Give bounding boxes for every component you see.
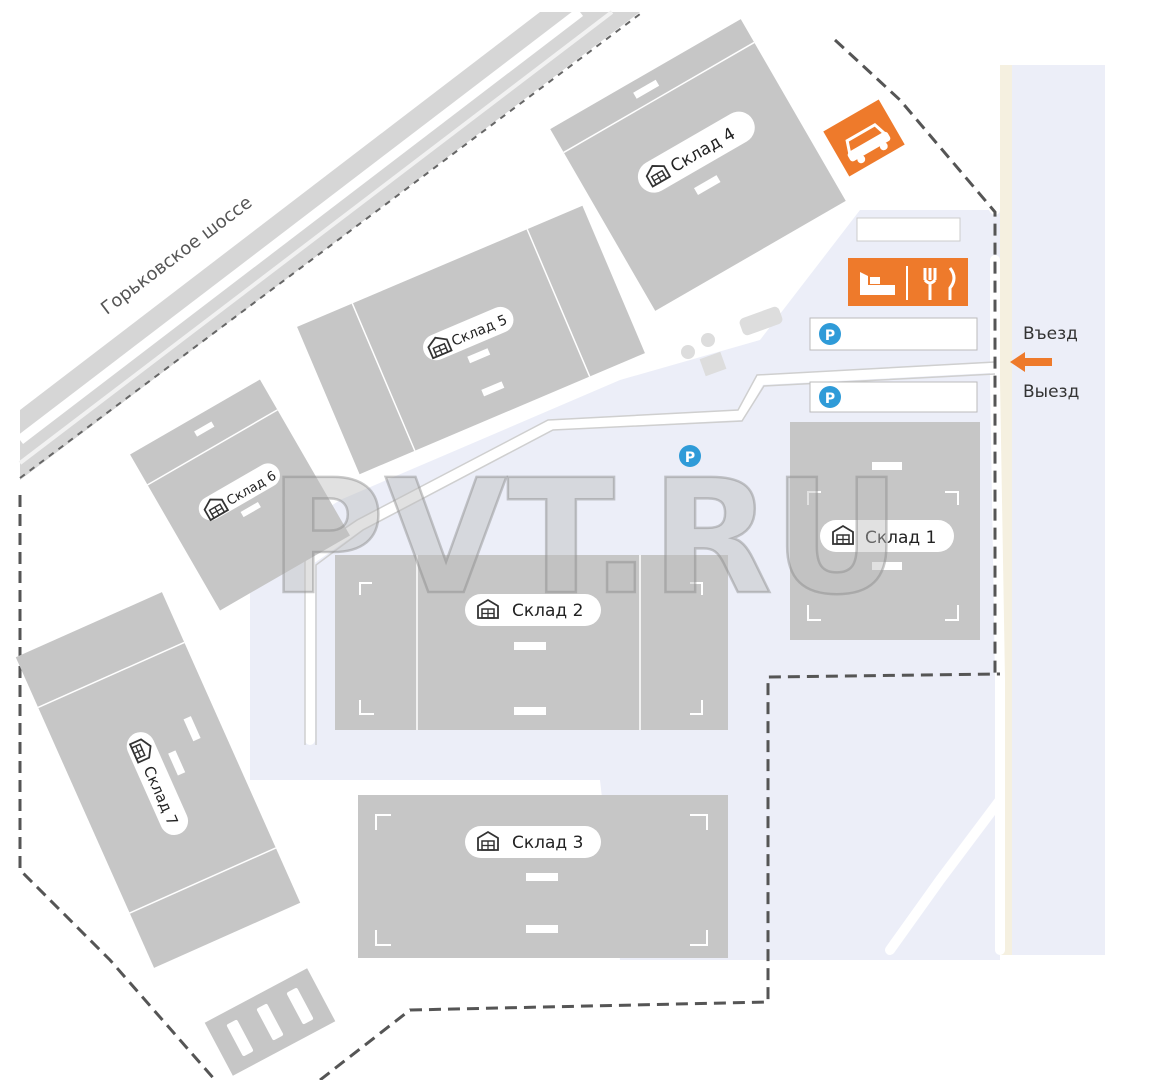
hotel-restaurant-badge[interactable] <box>848 258 968 306</box>
parking-marker-1[interactable]: P <box>809 317 978 351</box>
warehouse-1-label: Склад 1 <box>865 528 936 548</box>
parking-marker-3[interactable]: P <box>679 445 701 467</box>
parking-icon <box>819 386 841 408</box>
service-label-box <box>856 217 961 242</box>
parking-symbol: P <box>825 391 835 407</box>
utility-blocks <box>681 306 783 377</box>
restaurant-icon <box>923 267 956 300</box>
warehouse-7[interactable]: Склад 7 <box>15 592 301 968</box>
small-parking-lot <box>204 968 336 1076</box>
internal-roads <box>305 35 1005 955</box>
parking-symbol: P <box>685 450 695 466</box>
arrow-left-icon <box>1010 352 1052 372</box>
warehouse-6[interactable]: Склад 6 <box>130 379 350 611</box>
parking-marker-2[interactable]: P <box>809 381 978 413</box>
hotel-bed-icon <box>860 272 895 295</box>
watermark: PVT.RU <box>269 446 901 630</box>
site-fence <box>18 38 1001 1080</box>
entry-label: Въезд <box>1023 324 1078 344</box>
parking-icon <box>819 323 841 345</box>
warehouse-3-label: Склад 3 <box>512 833 583 853</box>
parking-symbol: P <box>825 328 835 344</box>
highway <box>16 8 641 480</box>
warehouse-2[interactable]: Склад 2 <box>335 555 728 730</box>
warehouse-1[interactable]: Склад 1 <box>790 422 980 640</box>
exit-label: Выезд <box>1023 382 1079 402</box>
warehouse-3[interactable]: Склад 3 <box>358 795 728 958</box>
parking-icon <box>679 445 701 467</box>
car-service-icon[interactable] <box>823 99 905 177</box>
right-road-strip <box>1010 65 1105 955</box>
warehouse-5[interactable]: Склад 5 <box>297 205 645 475</box>
warehouse-4[interactable]: Склад 4 <box>550 19 846 311</box>
warehouse-2-label: Склад 2 <box>512 601 583 621</box>
